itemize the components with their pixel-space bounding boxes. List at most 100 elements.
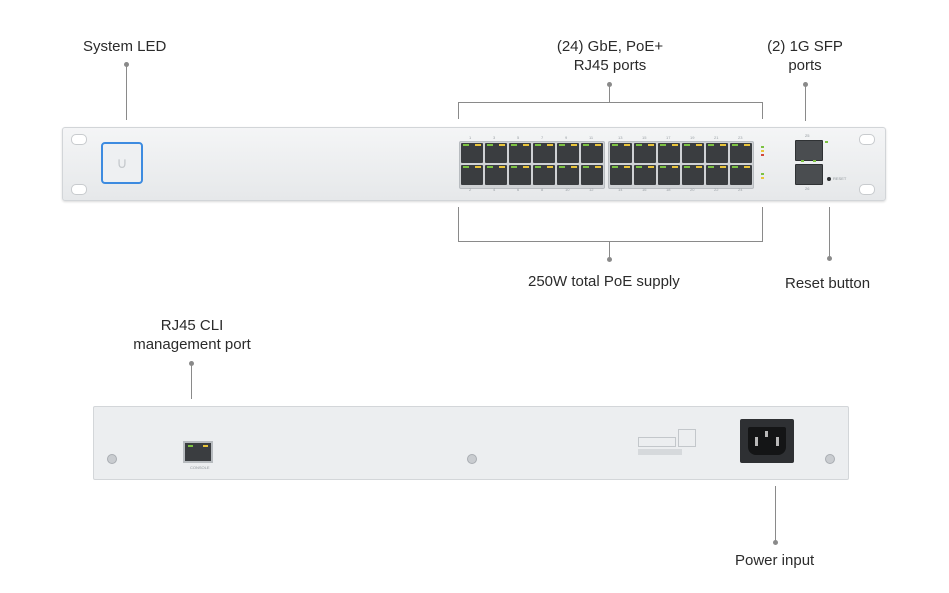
port-number-label: 7 [541,135,544,140]
rj45-port-20 [682,165,704,185]
status-led-icon [761,154,764,156]
sfp-top-number: 25 [805,133,810,138]
console-text: CONSOLE [190,465,210,470]
cli-link-led-icon [188,445,193,447]
rj45-port-block [608,141,754,189]
rj45-port-21 [706,143,728,163]
sfp-bottom-number: 26 [805,186,810,191]
sfp-ports-label-line1: (2) 1G SFP [767,38,843,55]
rj45-port-block [459,141,605,189]
port-number-label: 4 [493,187,496,192]
rj45-port-1 [461,143,483,163]
port-number-label: 16 [642,187,647,192]
rj45-port-12 [581,165,603,185]
cli-port-label: RJ45 CLI management port [121,316,263,354]
status-led-icon [761,150,764,152]
port-number-label: 21 [714,135,719,140]
reset-button-label: Reset button [785,275,871,292]
port-number-label: 3 [493,135,496,140]
rack-ear-hole [71,184,87,195]
poe-supply-bracket-bottom [458,241,763,242]
poe-supply-bracket-left [458,207,459,241]
port-number-label: 12 [589,187,594,192]
rj45-port-4 [485,165,507,185]
regulatory-marks [638,449,682,455]
port-number-label: 9 [565,135,568,140]
screw-icon [825,454,835,464]
rj45-port-6 [509,165,531,185]
screw-icon [467,454,477,464]
status-led-icon [761,146,764,148]
power-leader [775,486,776,541]
regulatory-label [638,437,676,447]
port-number-label: 14 [618,187,623,192]
cli-activity-led-icon [203,445,208,447]
rack-ear-hole [859,134,875,145]
rj45-port-19 [682,143,704,163]
power-leader-dot [773,540,778,545]
rj45-port-16 [634,165,656,185]
poe-ports-label-line1: (24) GbE, PoE+ [556,38,664,55]
poe-ports-label: (24) GbE, PoE+ RJ45 ports [546,37,674,75]
poe-supply-label: 250W total PoE supply [528,273,680,290]
rj45-port-14 [610,165,632,185]
status-led-icon [761,173,764,175]
reset-leader-dot [827,256,832,261]
cli-port-label-line1: RJ45 CLI [160,317,224,334]
rj45-port-13 [610,143,632,163]
sfp-ports-label: (2) 1G SFP ports [762,37,848,75]
rj45-port-24 [730,165,752,185]
sfp-led-icon [813,160,816,162]
regulatory-qr-box [678,429,696,447]
sfp-leader [805,84,806,121]
rj45-port-5 [509,143,531,163]
sfp-port-25 [795,140,823,161]
reset-button[interactable] [827,177,831,181]
system-led-leader [126,64,127,120]
cli-port-label-line2: management port [133,336,251,353]
ac-power-inlet [740,419,794,463]
rj45-port-9 [557,143,579,163]
port-number-label: 24 [738,187,743,192]
port-number-label: 8 [541,187,544,192]
cli-management-port [183,441,213,463]
rj45-port-10 [557,165,579,185]
rj45-port-2 [461,165,483,185]
port-number-label: 19 [690,135,695,140]
rj45-port-7 [533,143,555,163]
rj45-port-23 [730,143,752,163]
switch-rear-panel: CONSOLE [93,406,849,480]
sfp-port-26 [795,164,823,185]
rj45-port-18 [658,165,680,185]
poe-supply-leader-dot [607,257,612,262]
system-led: ∪ [101,142,143,184]
reset-text: RESET [833,176,847,181]
rack-ear-hole [859,184,875,195]
port-number-label: 18 [666,187,671,192]
ubiquiti-logo-icon: ∪ [116,155,128,172]
port-number-label: 23 [738,135,743,140]
status-led-icon [761,177,764,179]
port-number-label: 13 [618,135,623,140]
rj45-port-15 [634,143,656,163]
power-input-label: Power input [735,552,815,569]
port-number-label: 22 [714,187,719,192]
poe-supply-bracket-right [762,207,763,241]
sfp-led-icon [801,160,804,162]
poe-ports-label-line2: RJ45 ports [573,57,647,74]
poe-ports-bracket-top [458,102,763,103]
port-number-label: 15 [642,135,647,140]
port-number-label: 2 [469,187,472,192]
rj45-port-11 [581,143,603,163]
port-number-label: 10 [565,187,570,192]
port-number-label: 1 [469,135,472,140]
port-number-label: 5 [517,135,520,140]
cli-leader [191,363,192,399]
rj45-port-3 [485,143,507,163]
power-socket-icon [748,427,786,455]
sfp-ports-label-line2: ports [788,57,822,74]
poe-ports-bracket-top-right [762,102,763,119]
port-number-label: 6 [517,187,520,192]
rj45-port-8 [533,165,555,185]
